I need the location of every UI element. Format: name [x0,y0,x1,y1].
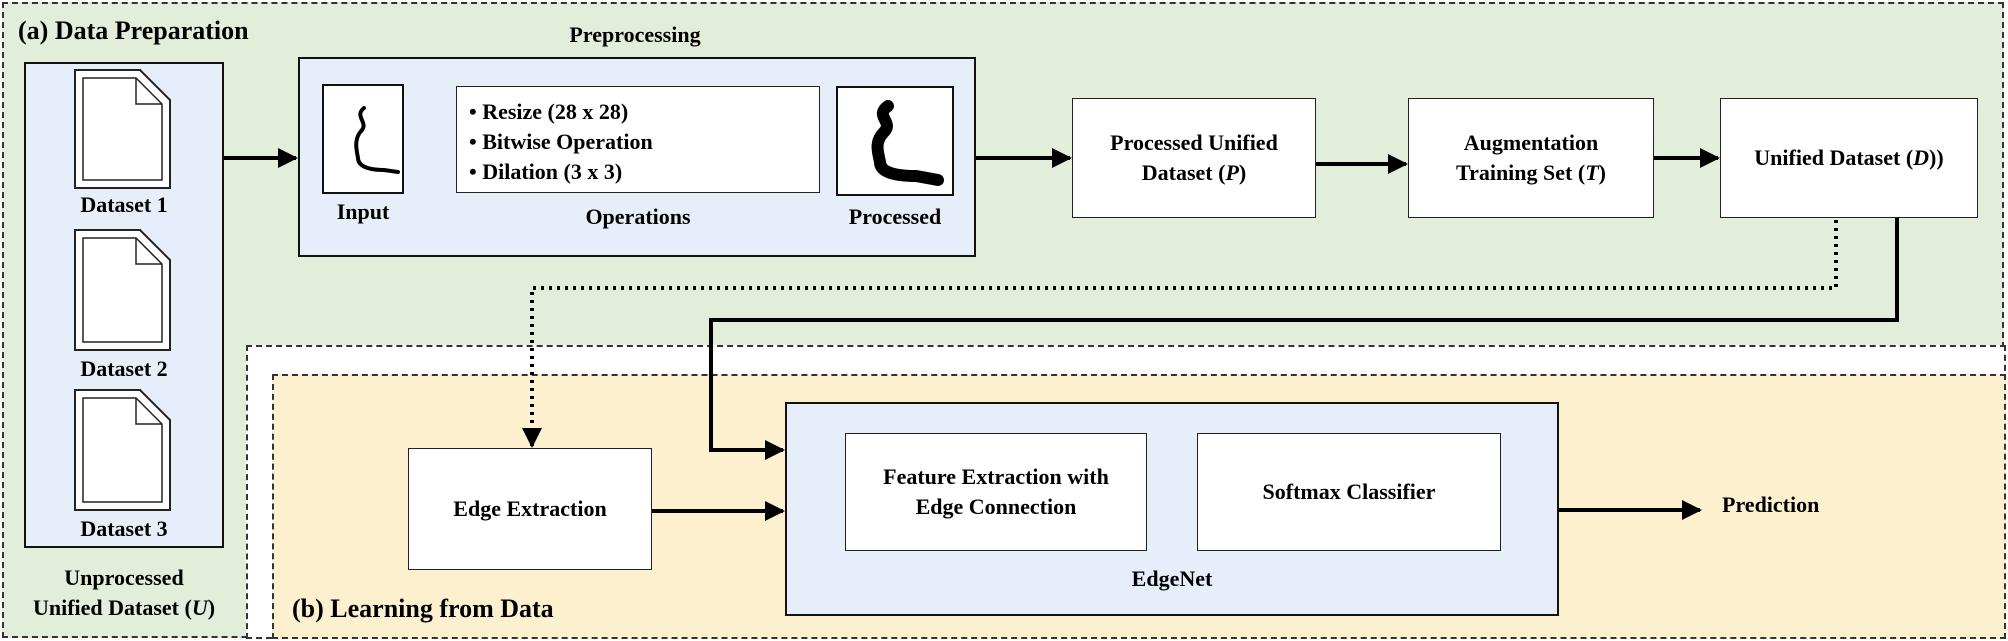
feature-extraction-box: Feature Extraction with Edge Connection [845,433,1147,551]
preprocessing-title: Preprocessing [569,22,701,47]
panel-a-title: (a) Data Preparation [18,16,249,45]
processed-digit-image [836,86,954,196]
dotted-arrow-unified-to-edge-extraction [522,220,1838,448]
operations-label: Operations [585,204,691,229]
edge-extraction-box: Edge Extraction [408,448,652,570]
prediction-label: Prediction [1722,492,1820,517]
operation-item: Bitwise Operation [469,127,819,157]
processed-digit-stroke [871,100,944,186]
operation-item: Dilation (3 x 3) [469,157,819,187]
arrow-unified-to-edgenet [709,218,1899,460]
dataset-3-label: Dataset 3 [80,516,168,541]
dataset-2-label: Dataset 2 [80,356,168,381]
edgenet-label: EdgeNet [1131,566,1213,591]
unified-dataset-box: Unified Dataset (D)) [1720,98,1978,218]
unprocessed-unified-dataset-label: Unprocessed Unified Dataset (U) [32,565,216,620]
document-icon-3 [74,389,171,511]
softmax-classifier-box: Softmax Classifier [1197,433,1501,551]
input-label: Input [336,199,390,224]
input-digit-image [322,84,404,194]
processed-unified-dataset-box: Processed Unified Dataset (P) [1072,98,1316,218]
operations-list: Resize (28 x 28) Bitwise Operation Dilat… [457,87,819,187]
input-digit-stroke [354,106,400,174]
processed-label: Processed [848,204,942,229]
dataset-1-label: Dataset 1 [80,192,168,217]
augmentation-training-set-box: Augmentation Training Set (T) [1408,98,1654,218]
operations-box: Resize (28 x 28) Bitwise Operation Dilat… [456,86,820,193]
document-icon-1 [74,69,171,189]
panel-b-title: (b) Learning from Data [292,594,554,623]
operation-item: Resize (28 x 28) [469,97,819,127]
document-icon-2 [74,229,171,351]
